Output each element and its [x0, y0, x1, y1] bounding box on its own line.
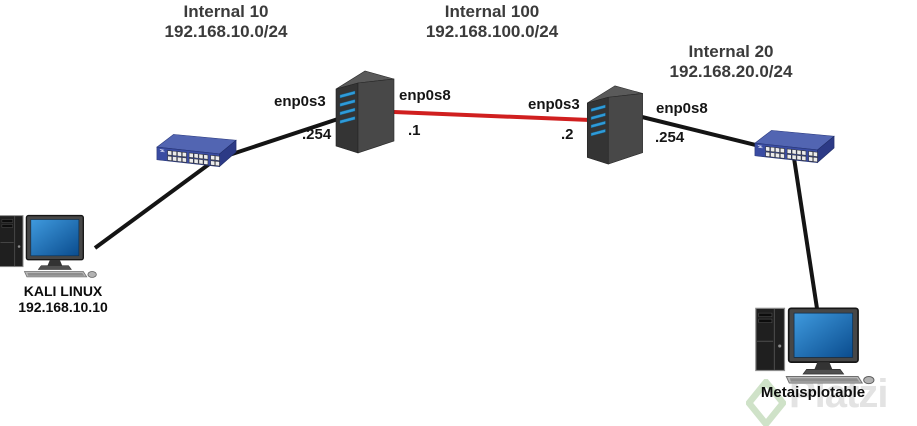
- link-kali-to-switch10: [93, 160, 214, 250]
- router1-left-host-label: .254: [302, 126, 332, 143]
- switch-internal-10-icon: [156, 133, 237, 168]
- target-host-name: Metaisplotable: [760, 384, 866, 401]
- router1-right-interface-label: enp0s8: [399, 87, 451, 104]
- network-cidr: 192.168.10.0/24: [164, 22, 288, 41]
- network-cidr: 192.168.20.0/24: [669, 62, 793, 81]
- network-name: Internal 100: [444, 2, 540, 21]
- target-host-label: Metaisplotable: [742, 385, 884, 401]
- link-router1-to-router2: [393, 110, 591, 122]
- router1-left-interface-label: enp0s3: [274, 93, 326, 110]
- router2-right-interface-label: enp0s8: [656, 100, 708, 117]
- network-name: Internal 20: [688, 42, 774, 61]
- metasploitable-workstation-icon: [754, 307, 875, 385]
- kali-workstation-icon: [0, 214, 98, 279]
- network-label-internal-20: Internal 20 192.168.20.0/24: [621, 42, 841, 82]
- switch-internal-20-icon: [754, 129, 835, 164]
- network-label-internal-100: Internal 100 192.168.100.0/24: [382, 2, 602, 42]
- router-1-icon: [335, 70, 395, 154]
- router2-right-host-label: .254: [655, 129, 685, 146]
- router1-right-host-label: .1: [408, 122, 421, 139]
- network-cidr: 192.168.100.0/24: [425, 22, 559, 41]
- kali-host-ip: 192.168.10.10: [18, 299, 108, 315]
- router2-left-host-label: .2: [561, 126, 574, 143]
- kali-host-name: KALI LINUX: [23, 283, 103, 299]
- link-switch20-to-target: [792, 157, 820, 316]
- platzi-logo-icon: [746, 379, 786, 426]
- link-switch10-to-router1: [213, 115, 345, 162]
- network-name: Internal 10: [183, 2, 269, 21]
- router-2-icon: [586, 85, 643, 165]
- network-label-internal-10: Internal 10 192.168.10.0/24: [116, 2, 336, 42]
- kali-host-label: KALI LINUX 192.168.10.10: [2, 283, 124, 315]
- router2-left-interface-label: enp0s3: [528, 96, 580, 113]
